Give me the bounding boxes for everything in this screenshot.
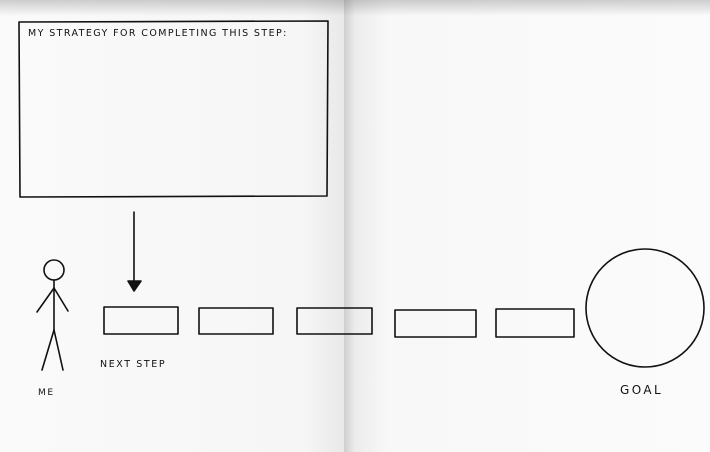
goal-label: GOAL [620, 383, 664, 397]
notebook-left-page [0, 0, 344, 452]
step-box-next [103, 306, 179, 335]
strategy-box-title: MY STRATEGY FOR COMPLETING THIS STEP: [28, 28, 288, 39]
arrow-head [127, 280, 142, 292]
strategy-box [18, 20, 329, 198]
me-label: ME [38, 388, 55, 398]
page-top-shadow [0, 0, 710, 16]
step-box [495, 308, 575, 338]
step-box [296, 307, 373, 335]
step-box [198, 307, 274, 335]
step-box [394, 309, 477, 338]
me-stick-figure [36, 259, 69, 371]
goal-circle [585, 248, 705, 368]
notebook-right-page [344, 0, 710, 452]
next-step-label: NEXT STEP [100, 359, 167, 370]
